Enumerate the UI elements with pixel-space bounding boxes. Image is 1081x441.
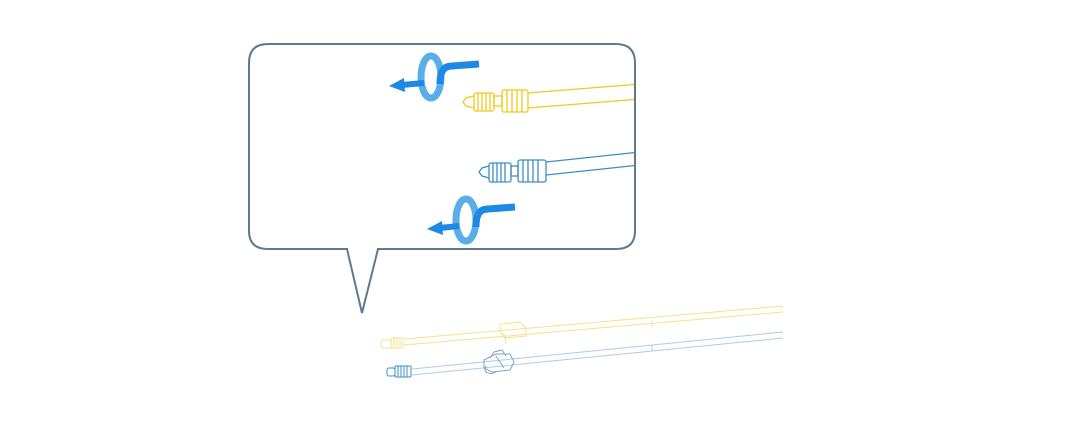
blue-tube-full	[411, 331, 784, 376]
counterclockwise-unscrew-arrow-icon	[389, 52, 480, 102]
callout-bubble	[248, 43, 636, 314]
callout-content	[462, 83, 634, 183]
blue-end-fitting-full	[386, 365, 412, 378]
blue-coupling-valve	[483, 349, 515, 375]
yellow-tube-zoomed	[462, 83, 634, 113]
counterclockwise-unscrew-arrow-icon	[427, 195, 516, 245]
full-assembly-view	[380, 305, 784, 378]
yellow-tube-full	[380, 305, 784, 349]
blue-tube-zoomed	[478, 151, 634, 183]
